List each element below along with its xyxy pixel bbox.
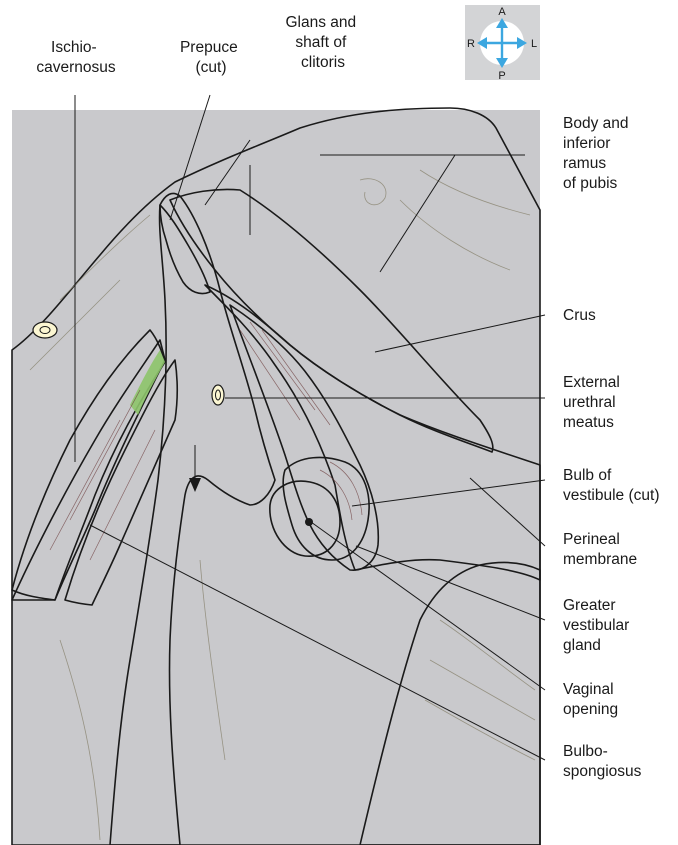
label-vaginal-opening: Vaginal opening [563,681,618,718]
background-panel [12,110,540,845]
label-ischiocavernosus: Ischio- cavernosus [36,39,116,76]
label-bulb-vestibule: Bulb of vestibule (cut) [563,467,659,504]
ischial-mark [33,322,57,338]
compass-label-a: A [498,6,506,18]
compass-label-r: R [467,38,475,50]
label-body-pubis: Body and inferior ramus of pubis [563,115,633,192]
urethral-meatus [212,385,224,405]
compass-label-p: P [498,70,505,82]
compass-label-l: L [531,38,537,50]
label-crus: Crus [563,307,596,324]
label-prepuce: Prepuce (cut) [180,39,242,76]
orientation-compass: A P R L [465,5,540,82]
label-urethral-meatus: External urethral meatus [563,374,624,431]
label-perineal-membrane: Perineal membrane [563,531,637,568]
label-glans-clitoris: Glans and shaft of clitoris [286,14,361,71]
label-bulbospongiosus: Bulbo- spongiosus [563,743,642,780]
label-greater-vestibular-gland: Greater vestibular gland [563,597,634,654]
